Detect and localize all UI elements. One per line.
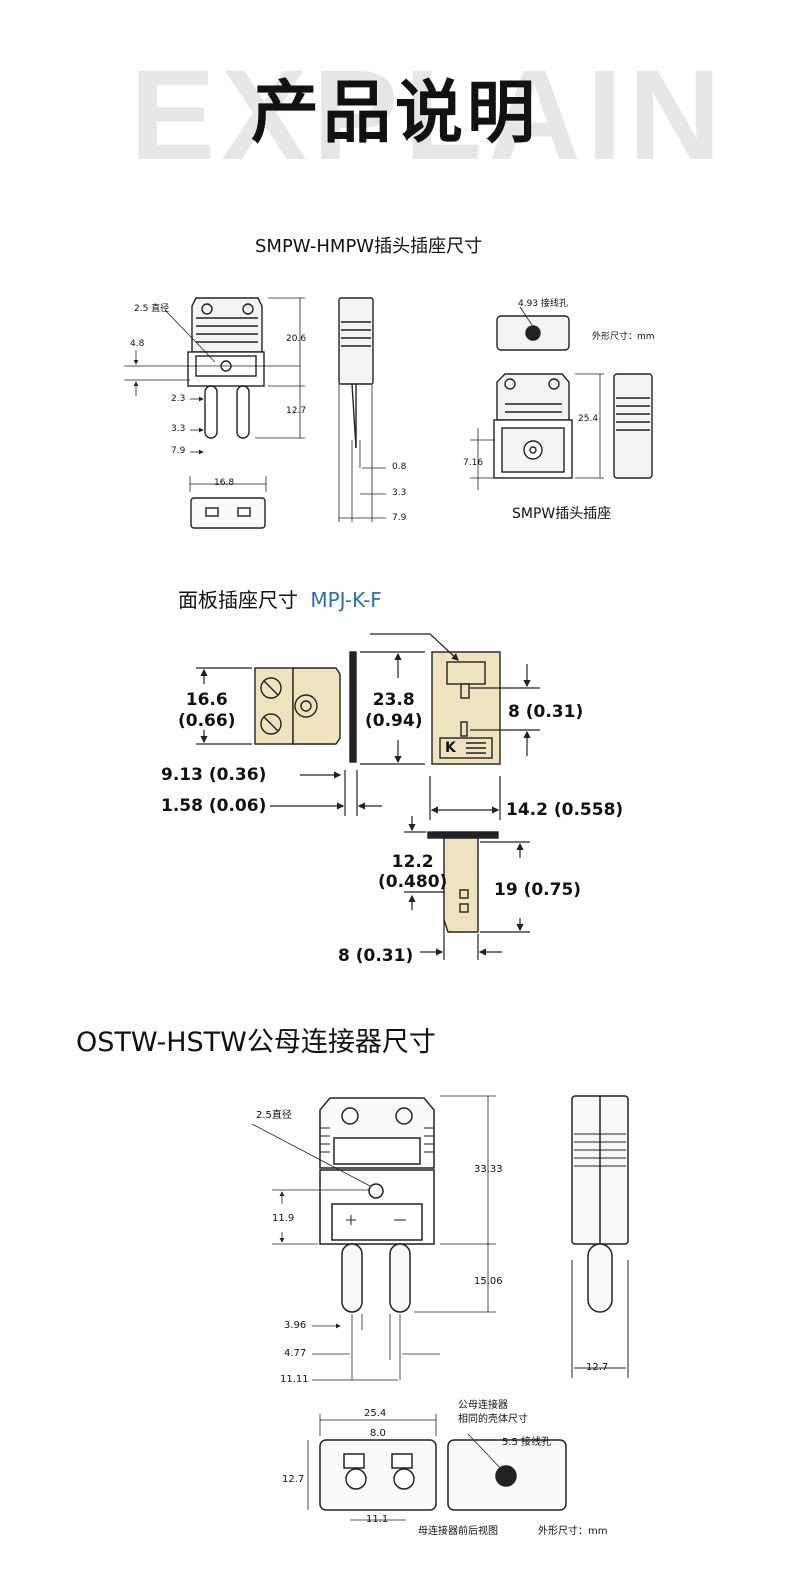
dim-hole-diameter: 2.5 直径 — [134, 304, 170, 314]
dim-25-4-bottom: 25.4 — [364, 1408, 387, 1419]
dim-wire-hole: 4.93 接线孔 — [518, 299, 568, 309]
ostw-front — [319, 1097, 435, 1313]
dim-20-6: 20.6 — [286, 334, 307, 344]
smpw-plug-dimlines — [124, 297, 305, 492]
smpw-side-dimlines — [338, 384, 386, 522]
dim-16-6-in: (0.66) — [178, 711, 236, 732]
dim-11-9: 11.9 — [272, 1213, 295, 1224]
panel-dimlines — [196, 633, 540, 960]
k-mark: K — [445, 740, 456, 756]
dim-16-8: 16.8 — [214, 478, 235, 488]
dim-3-3: 3.3 — [171, 424, 186, 434]
dim-8-b: 8 (0.31) — [338, 946, 414, 966]
panel-socket-bottom — [427, 831, 499, 933]
dim-16-6-group: 16.6 (0.66) — [178, 690, 235, 733]
section2-heading-text: 面板插座尺寸 — [178, 588, 298, 612]
ostw-side-ribs — [571, 1133, 629, 1378]
ostw-side — [571, 1095, 629, 1313]
smpw-socket-label: SMPW插头插座 — [512, 506, 612, 522]
ostw-wire-hole: 5.5 接线孔 — [502, 1437, 552, 1448]
ostw-hole-diameter: 2.5直径 — [256, 1110, 292, 1121]
dim-14-2: 14.2 (0.558) — [506, 800, 624, 820]
ostw-front-ribs — [320, 1127, 434, 1225]
dim-23-8-group: 23.8 (0.94) — [365, 690, 422, 733]
section2-heading: 面板插座尺寸 MPJ-K-F — [178, 584, 382, 613]
dim-12-2: 12.2 — [391, 852, 434, 872]
dim-4-77: 4.77 — [284, 1348, 307, 1359]
dim-12-7-bottom: 12.7 — [282, 1474, 305, 1485]
dim-8-0: 8.0 — [370, 1428, 386, 1439]
dim-12-7: 12.7 — [286, 406, 307, 416]
dim-12-7-side: 12.7 — [586, 1362, 609, 1373]
dim-23-8: 23.8 — [372, 690, 415, 710]
same-shell-line1: 公母连接器 — [458, 1400, 508, 1411]
dim-33-33: 33.33 — [474, 1164, 503, 1175]
dim-3-96: 3.96 — [284, 1320, 307, 1331]
dim-16-6: 16.6 — [185, 690, 228, 710]
dim-4-8: 4.8 — [130, 339, 145, 349]
page-title: 产品说明 — [250, 74, 539, 153]
dim-9-13: 9.13 (0.36) — [161, 765, 267, 785]
smpw-plug-bottom — [190, 497, 266, 529]
ostw-dimlines — [251, 1095, 496, 1381]
front-back-view-label: 母连接器前后视图 — [418, 1526, 498, 1537]
same-shell-note: 公母连接器 相同的壳体尺寸 — [458, 1399, 528, 1426]
dim-side-7-9: 7.9 — [392, 513, 407, 523]
same-shell-line2: 相同的壳体尺寸 — [458, 1413, 528, 1425]
dim-12-2-group: 12.2 (0.480) — [378, 852, 447, 893]
ostw-unit-note: 外形尺寸：mm — [538, 1526, 608, 1537]
dim-2-3: 2.3 — [171, 394, 186, 404]
dim-15-06: 15.06 — [474, 1276, 503, 1287]
dim-7-9: 7.9 — [171, 446, 186, 456]
dim-8-a: 8 (0.31) — [508, 702, 584, 722]
dim-12-2-in: (0.480) — [378, 872, 448, 893]
unit-note: 外形尺寸：mm — [592, 332, 655, 342]
section3-heading: OSTW-HSTW公母连接器尺寸 — [76, 1027, 436, 1058]
dim-11-1: 11.1 — [366, 1514, 389, 1525]
dim-23-8-in: (0.94) — [365, 711, 423, 732]
dim-11-11: 11.11 — [280, 1374, 309, 1385]
section2-model: MPJ-K-F — [310, 588, 382, 612]
dim-19: 19 (0.75) — [494, 880, 582, 900]
watermark-text: EXPLAIN — [130, 44, 727, 187]
section1-heading: SMPW-HMPW插头插座尺寸 — [255, 236, 483, 257]
smpw-socket-dimlines — [470, 306, 604, 490]
dim-1-58: 1.58 (0.06) — [161, 796, 267, 816]
smpw-plug-side — [338, 297, 374, 449]
smpw-socket — [493, 315, 653, 479]
dim-side-3-3: 3.3 — [392, 488, 407, 498]
dim-25-4: 25.4 — [578, 414, 599, 424]
panel-socket-front — [431, 651, 501, 765]
panel-socket-side — [254, 651, 357, 763]
ostw-bottom-views — [319, 1439, 567, 1511]
dim-7-16: 7.16 — [463, 458, 484, 468]
dim-side-0-8: 0.8 — [392, 462, 407, 472]
smpw-plug-front — [187, 297, 265, 439]
ostw-bottom-dimlines — [307, 1414, 503, 1521]
